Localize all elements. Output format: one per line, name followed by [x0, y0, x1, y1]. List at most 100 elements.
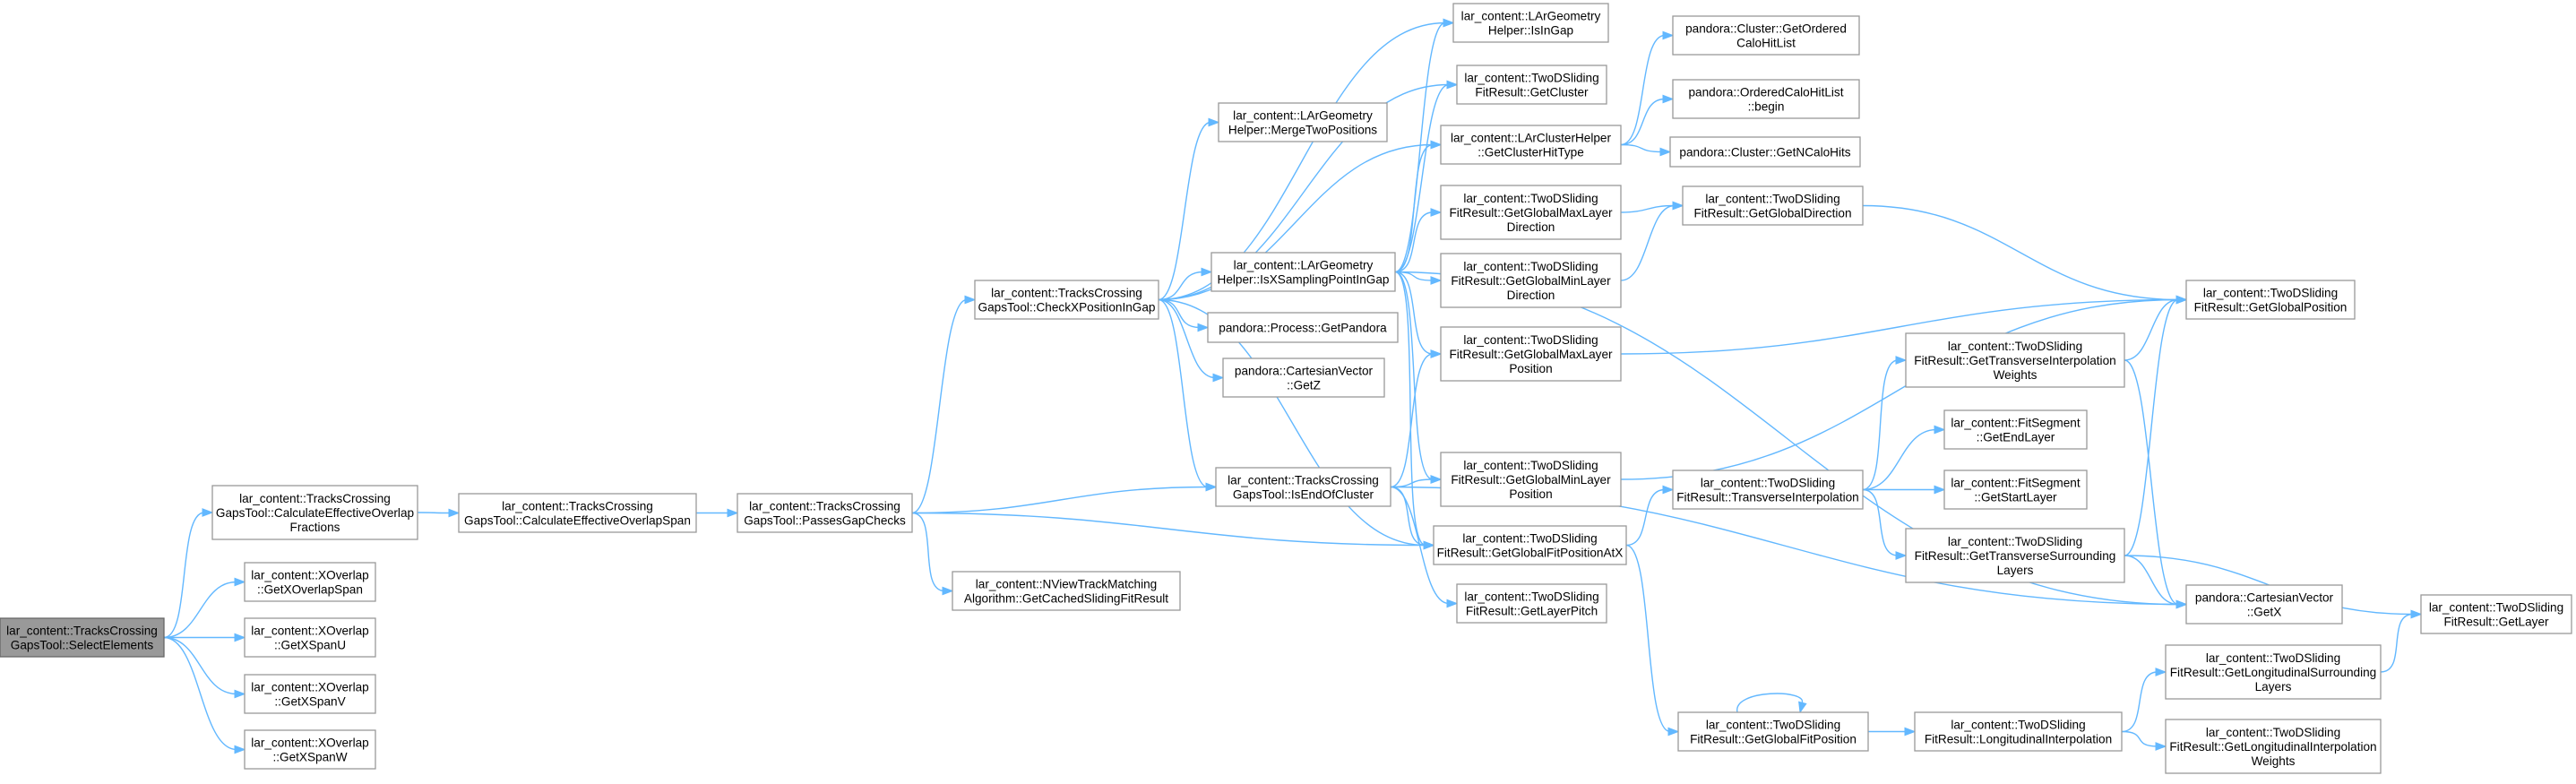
node-getXSpanW[interactable]: lar_content::XOverlap::GetXSpanW [244, 729, 376, 770]
node-getLayerPitch[interactable]: lar_content::TwoDSlidingFitResult::GetLa… [1456, 583, 1607, 624]
node-box [244, 617, 376, 658]
arrowhead-icon [1208, 117, 1220, 127]
node-box [1943, 470, 2088, 510]
node-label-line: lar_content::LArGeometry [1233, 109, 1373, 123]
node-getXSpanV[interactable]: lar_content::XOverlap::GetXSpanV [244, 674, 376, 714]
node-label-line: FitResult::GetGlobalDirection [1693, 207, 1851, 220]
node-label-line: GapsTool::IsEndOfCluster [1233, 488, 1374, 502]
node-box [1440, 125, 1622, 165]
node-label-line: lar_content::TwoDSliding [2203, 287, 2338, 300]
arrowhead-icon [1446, 599, 1459, 608]
node-getGlobalDirection[interactable]: lar_content::TwoDSlidingFitResult::GetGl… [1682, 185, 1864, 226]
edge-getGlobalFitPosition-to-getGlobalFitPosition [1736, 693, 1807, 714]
node-passesGap[interactable]: lar_content::TracksCrossingGapsTool::Pas… [737, 493, 913, 533]
node-getGlobalFitPosition[interactable]: lar_content::TwoDSlidingFitResult::GetGl… [1677, 711, 1869, 752]
node-getGlobalFitPosAtX[interactable]: lar_content::TwoDSlidingFitResult::GetGl… [1433, 525, 1627, 565]
node-getGlobalMaxLayerDir[interactable]: lar_content::TwoDSlidingFitResult::GetGl… [1440, 185, 1622, 240]
node-box [0, 617, 165, 658]
node-getXOverlapSpan[interactable]: lar_content::XOverlap::GetXOverlapSpan [244, 562, 376, 602]
node-getNCaloHits[interactable]: pandora::Cluster::GetNCaloHits [1669, 136, 1861, 168]
edge-getGlobalFitPosAtX-to-getGlobalFitPosition [1625, 544, 1680, 737]
node-label-line: ::begin [1748, 100, 1785, 114]
edge-root-to-getXSpanU [164, 633, 246, 642]
arrowhead-icon [727, 508, 739, 518]
node-label-line: Weights [1994, 368, 2038, 382]
node-getLayer[interactable]: lar_content::TwoDSlidingFitResult::GetLa… [2420, 594, 2572, 634]
node-label-line: GapsTool::CalculateEffectiveOverlap [216, 506, 414, 520]
node-getTransSurrLayers[interactable]: lar_content::TwoDSlidingFitResult::GetTr… [1905, 528, 2125, 583]
node-getCluster[interactable]: lar_content::TwoDSlidingFitResult::GetCl… [1456, 65, 1607, 105]
node-calcEffSpan[interactable]: lar_content::TracksCrossingGapsTool::Cal… [458, 493, 697, 533]
node-box [244, 729, 376, 770]
node-longitudinalInterp[interactable]: lar_content::TwoDSlidingFitResult::Longi… [1914, 711, 2123, 752]
node-transverseInterp[interactable]: lar_content::TwoDSlidingFitResult::Trans… [1672, 470, 1864, 510]
node-box [1440, 185, 1622, 240]
node-box [1677, 711, 1869, 752]
node-getPandora[interactable]: pandora::Process::GetPandora [1207, 312, 1399, 343]
node-box [244, 674, 376, 714]
node-getZ[interactable]: pandora::CartesianVector::GetZ [1222, 358, 1385, 398]
node-isXSampling[interactable]: lar_content::LArGeometryHelper::IsXSampl… [1210, 252, 1396, 292]
node-label-line: pandora::Process::GetPandora [1219, 322, 1387, 335]
node-label-line: FitResult::GetLayer [2443, 616, 2549, 629]
node-label-line: ::GetXSpanU [274, 639, 346, 652]
node-calcEffFrac[interactable]: lar_content::TracksCrossingGapsTool::Cal… [211, 485, 418, 540]
node-box [1207, 312, 1399, 343]
node-orderedBegin[interactable]: pandora::OrderedCaloHitList::begin [1672, 79, 1860, 119]
node-label-line: lar_content::LArClusterHelper [1451, 132, 1612, 145]
node-getGlobalMaxLayerPos[interactable]: lar_content::TwoDSlidingFitResult::GetGl… [1440, 326, 1622, 382]
node-label-line: ::GetStartLayer [1974, 491, 2057, 504]
edge-line [1394, 83, 1450, 273]
edge-line [1620, 204, 1676, 281]
edge-line [1862, 204, 2179, 301]
node-label-line: ::GetXSpanW [272, 751, 347, 764]
node-box [1218, 102, 1388, 142]
edge-getGlobalFitPosAtX-to-transverseInterp [1625, 485, 1675, 547]
arrowhead-icon [1662, 94, 1675, 104]
node-checkXPos[interactable]: lar_content::TracksCrossingGapsTool::Che… [974, 280, 1159, 320]
node-box [1943, 409, 2088, 450]
node-getLongInterpWeights[interactable]: lar_content::TwoDSlidingFitResult::GetLo… [2165, 719, 2382, 774]
node-mergeTwo[interactable]: lar_content::LArGeometryHelper::MergeTwo… [1218, 102, 1388, 142]
node-label-line: GapsTool::CalculateEffectiveOverlapSpan [464, 514, 691, 528]
edge-line [163, 581, 237, 639]
arrowhead-icon [448, 508, 461, 518]
node-box [1440, 452, 1622, 507]
node-getGlobalPosition[interactable]: lar_content::TwoDSlidingFitResult::GetGl… [2185, 280, 2356, 320]
node-getGlobalMinLayerPos[interactable]: lar_content::TwoDSlidingFitResult::GetGl… [1440, 452, 1622, 507]
node-isEndOfCluster[interactable]: lar_content::TracksCrossingGapsTool::IsE… [1215, 467, 1391, 507]
node-label-line: Direction [1507, 289, 1555, 302]
node-getClusterHitType[interactable]: lar_content::LArClusterHelper::GetCluste… [1440, 125, 1622, 165]
edge-line [1394, 211, 1434, 273]
edge-line [1620, 204, 1676, 213]
node-label-line: Algorithm::GetCachedSlidingFitResult [964, 592, 1168, 606]
node-label-line: lar_content::TwoDSliding [1948, 340, 2082, 353]
node-getTransInterpWeights[interactable]: lar_content::TwoDSlidingFitResult::GetTr… [1905, 332, 2125, 388]
edge-line [1158, 83, 1450, 301]
edge-line [1862, 359, 1899, 491]
node-getCached[interactable]: lar_content::NViewTrackMatchingAlgorithm… [952, 571, 1181, 611]
edge-getGlobalDirection-to-getGlobalPosition [1862, 204, 2188, 305]
arrowhead-icon [1798, 701, 1807, 714]
edge-transverseInterp-to-getStartLayer [1863, 485, 1946, 495]
node-getXSpanU[interactable]: lar_content::XOverlap::GetXSpanU [244, 617, 376, 658]
edge-line [1620, 298, 2179, 355]
node-getX[interactable]: pandora::CartesianVector::GetX [2185, 584, 2343, 625]
node-label-line: lar_content::TwoDSliding [2429, 601, 2563, 615]
node-label-line: lar_content::NViewTrackMatching [976, 578, 1158, 591]
node-label-line: lar_content::XOverlap [251, 625, 368, 638]
node-box [1440, 326, 1622, 382]
node-label-line: lar_content::LArGeometry [1234, 259, 1374, 272]
node-getLongSurrLayers[interactable]: lar_content::TwoDSlidingFitResult::GetLo… [2165, 644, 2382, 700]
node-getStartLayer[interactable]: lar_content::FitSegment::GetStartLayer [1943, 470, 2088, 510]
node-label-line: lar_content::XOverlap [251, 681, 368, 694]
edge-root-to-getXSpanW [163, 636, 246, 754]
node-getEndLayer[interactable]: lar_content::FitSegment::GetEndLayer [1943, 409, 2088, 450]
node-label-line: lar_content::XOverlap [251, 569, 368, 582]
node-label-line: FitResult::GetGlobalFitPositionAtX [1437, 547, 1624, 560]
node-getGlobalMinLayerDir[interactable]: lar_content::TwoDSlidingFitResult::GetGl… [1440, 253, 1622, 308]
node-box [1672, 15, 1860, 56]
